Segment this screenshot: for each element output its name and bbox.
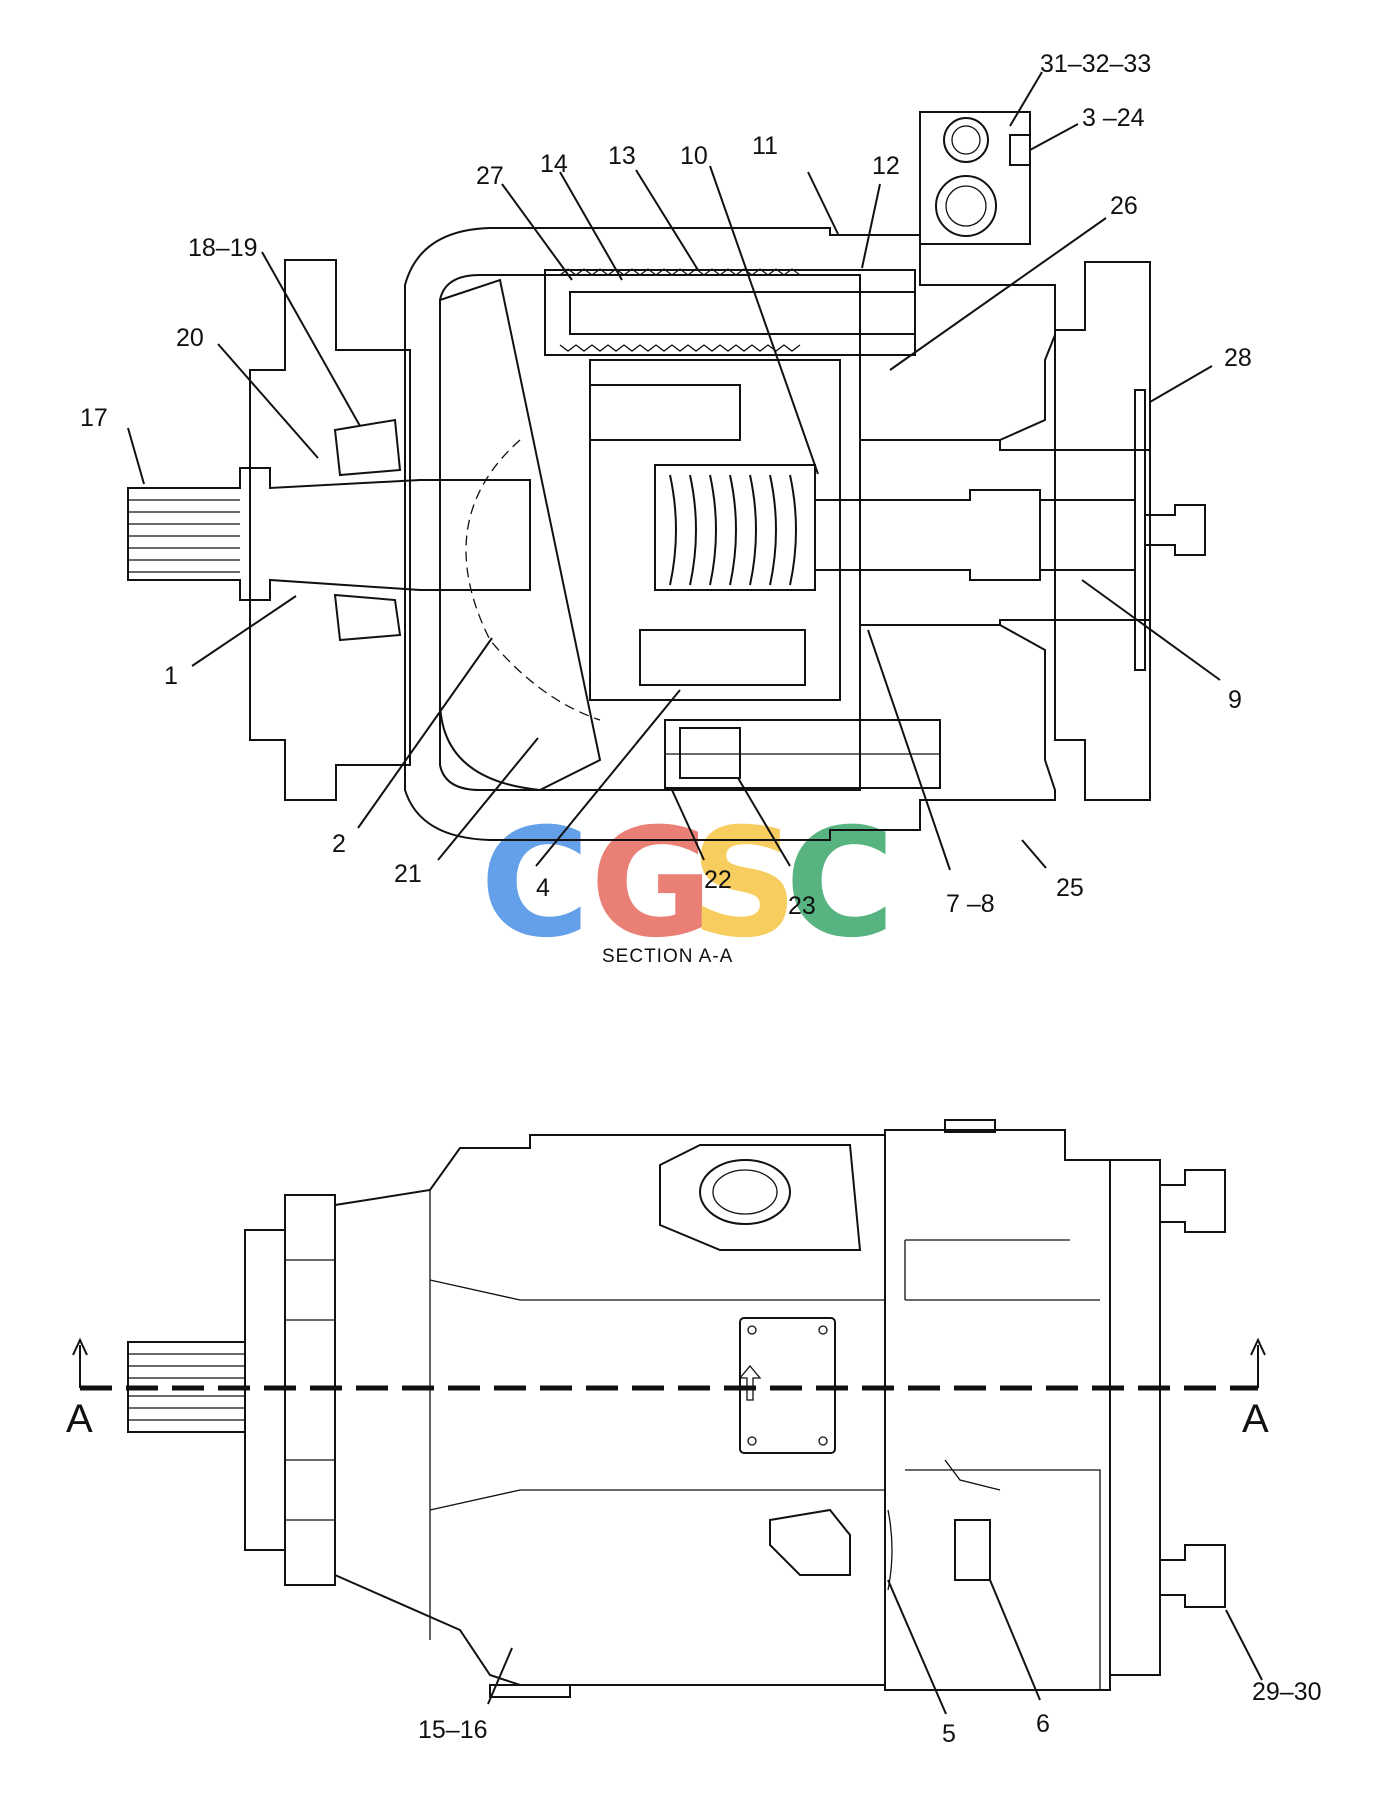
control-piston-rod (569, 291, 916, 335)
callout-12: 12 (872, 152, 900, 180)
section-title: SECTION A-A (602, 946, 733, 967)
pump-housing (404, 227, 1056, 841)
callout-20: 20 (176, 324, 204, 352)
section-arrow-left-icon (72, 1337, 88, 1356)
watermark-letter-3: S (690, 797, 798, 971)
callout-6: 6 (1036, 1710, 1050, 1738)
exterior-port-ring-inner (712, 1169, 778, 1215)
callout-10: 10 (680, 142, 708, 170)
rear-shaft (814, 489, 1041, 581)
exterior-leaders (487, 1579, 1263, 1715)
exterior-side-lug (769, 1508, 851, 1576)
callout-2: 2 (332, 830, 346, 858)
rear-flange (1054, 261, 1151, 801)
watermark: C G S C (480, 797, 895, 971)
rear-bolt (1144, 504, 1206, 556)
section-view (127, 111, 1206, 841)
exterior-rear-plate (1109, 1159, 1161, 1676)
exterior-rear-housing (884, 1129, 1111, 1691)
section-marker-left: A (66, 1397, 93, 1441)
watermark-letter-2: G (590, 797, 713, 971)
callout-22: 22 (704, 866, 732, 894)
port-fitting-side (1009, 134, 1031, 166)
callout-29-30: 29–30 (1252, 1678, 1322, 1706)
front-bearing-upper (333, 418, 402, 477)
piston-upper (589, 384, 741, 441)
section-cut-line (72, 1337, 1266, 1391)
exterior-port-ring-outer (699, 1159, 791, 1225)
housing-cavity (439, 274, 861, 791)
front-flange (249, 259, 411, 801)
callout-28: 28 (1224, 344, 1252, 372)
callout-21: 21 (394, 860, 422, 888)
callout-14: 14 (540, 150, 568, 178)
callout-31-32-33: 31–32–33 (1040, 50, 1151, 78)
callout-11: 11 (752, 132, 778, 160)
port-lower (935, 175, 997, 237)
exterior-port-boss (659, 1144, 862, 1251)
callout-1: 1 (164, 662, 178, 690)
callout-17: 17 (80, 404, 108, 432)
port-block (919, 111, 1031, 245)
callout-27: 27 (476, 162, 504, 190)
section-arrow-right-icon (1250, 1337, 1266, 1356)
upper-spring-coils (559, 268, 801, 352)
flow-arrow-icon (738, 1364, 762, 1401)
callout-23: 23 (788, 892, 816, 920)
input-shaft (127, 467, 531, 601)
front-bearing-lower (333, 593, 402, 642)
callout-7-8: 7 –8 (946, 890, 995, 918)
callout-13: 13 (608, 142, 636, 170)
callout-3-24: 3 –24 (1082, 104, 1145, 132)
callout-5: 5 (942, 1720, 956, 1748)
section-marker-right: A (1242, 1397, 1269, 1441)
swashplate (439, 278, 602, 792)
section-leaders (127, 71, 1221, 871)
section-callouts: 31–32–33 3 –24 11 12 10 13 14 27 26 28 1… (80, 50, 1252, 920)
exterior-callouts: 15–16 5 6 29–30 (418, 1678, 1322, 1748)
callout-26: 26 (1110, 192, 1138, 220)
exterior-rear-top-boss (944, 1119, 996, 1133)
watermark-letter-1: C (480, 797, 590, 971)
swashplate-arc (465, 439, 601, 721)
port-upper (943, 117, 989, 163)
rear-bolt-upper (1159, 1169, 1226, 1233)
watermark-letter-4: C (785, 797, 895, 971)
shaft-spline (128, 499, 240, 573)
barrel-spring-coils (669, 474, 797, 586)
end-gasket (1134, 389, 1146, 671)
callout-18-19: 18–19 (188, 234, 258, 262)
rear-bolt-lower (1159, 1544, 1226, 1608)
exterior-foot (489, 1684, 571, 1698)
callout-9: 9 (1228, 686, 1242, 714)
exterior-body (334, 1134, 886, 1686)
piston-lower (639, 629, 806, 686)
callout-15-16: 15–16 (418, 1716, 488, 1744)
compensator-spool (679, 727, 741, 779)
exterior-coupling (954, 1519, 991, 1581)
exterior-view (127, 1119, 1226, 1698)
callout-25: 25 (1056, 874, 1084, 902)
callout-4: 4 (536, 874, 550, 902)
cylinder-barrel (589, 359, 841, 701)
